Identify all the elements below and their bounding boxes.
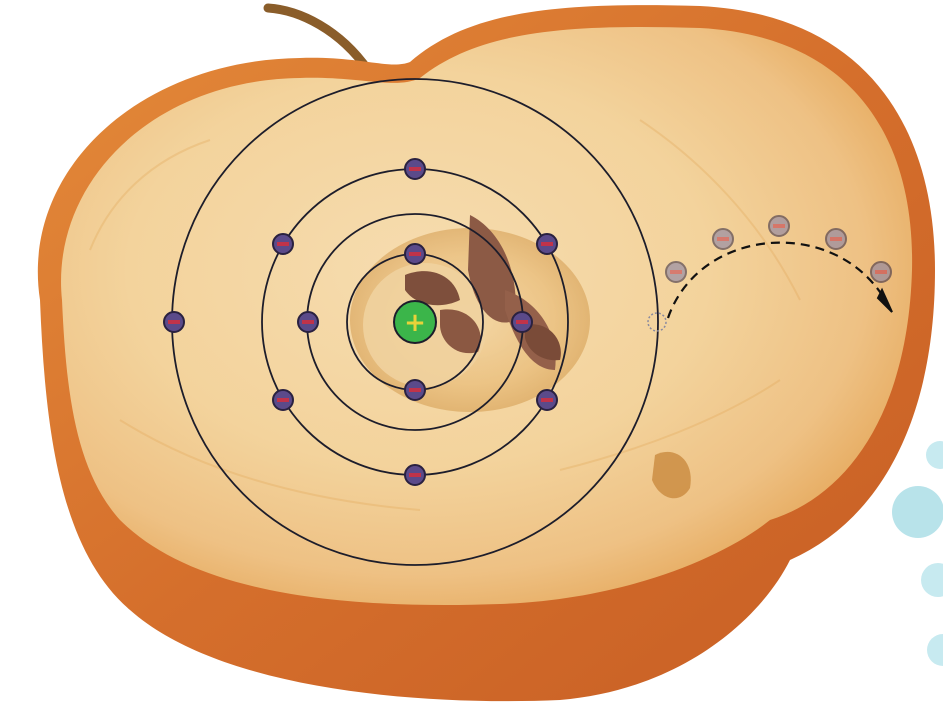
electron [273, 234, 293, 254]
decorative-blue-shapes [892, 441, 943, 666]
electron-minus-sign [409, 473, 421, 477]
nucleus: + [394, 301, 436, 343]
electron-minus-sign [409, 252, 421, 256]
ghost-electron-minus-sign [875, 270, 887, 274]
electron-minus-sign [516, 320, 528, 324]
electron [164, 312, 184, 332]
electron [405, 159, 425, 179]
electron-minus-sign [277, 242, 289, 246]
ghost-electron [871, 262, 891, 282]
ghost-electron [713, 229, 733, 249]
ghost-electron [769, 216, 789, 236]
ghost-electron-minus-sign [717, 237, 729, 241]
electron-minus-sign [277, 398, 289, 402]
ghost-electron [826, 229, 846, 249]
electron [405, 465, 425, 485]
electron-minus-sign [541, 242, 553, 246]
electron [537, 234, 557, 254]
electron-minus-sign [168, 320, 180, 324]
electron [537, 390, 557, 410]
electron-minus-sign [302, 320, 314, 324]
electron [512, 312, 532, 332]
ghost-electron-minus-sign [670, 270, 682, 274]
electron [405, 244, 425, 264]
nucleus-charge-label: + [404, 308, 426, 338]
electron [405, 380, 425, 400]
electron-minus-sign [409, 388, 421, 392]
ghost-electron-minus-sign [773, 224, 785, 228]
ghost-electron-minus-sign [830, 237, 842, 241]
electron-minus-sign [409, 167, 421, 171]
electron-minus-sign [541, 398, 553, 402]
electron [298, 312, 318, 332]
ghost-electron [666, 262, 686, 282]
electron [273, 390, 293, 410]
